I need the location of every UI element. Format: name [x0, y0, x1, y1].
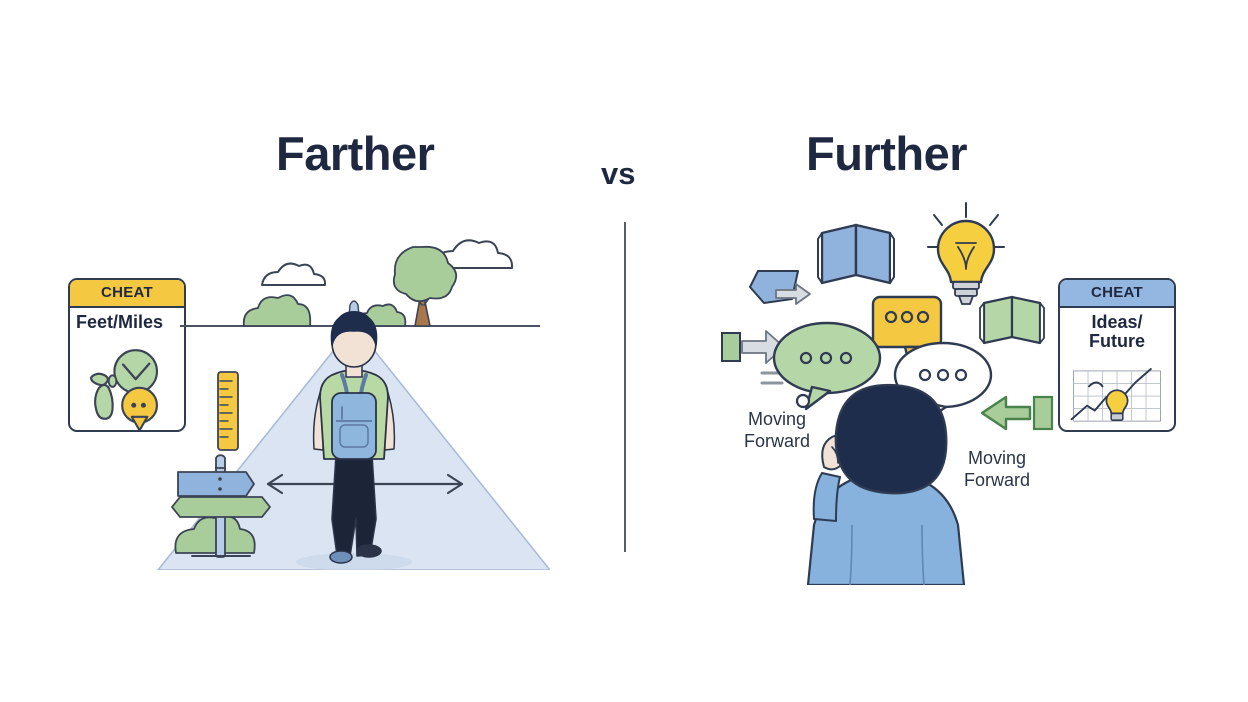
right-scene-figurative-progress [721, 202, 1054, 585]
page-title-farther: Farther [276, 127, 435, 180]
page-title-further: Further [806, 127, 968, 180]
lightbulb-icon [927, 202, 1005, 305]
cheat-card-farther: CHEAT Feet/Miles [68, 278, 186, 432]
footprint-icon [90, 372, 118, 420]
cloud-small-icon [261, 262, 327, 286]
cheat-card-art-left [90, 349, 159, 430]
cheat-card-label-right: Ideas/ Future [1089, 312, 1145, 351]
moving-forward-label-left: Moving Forward [744, 409, 811, 451]
cheat-card-further: CHEAT Ideas/ Future [1058, 278, 1176, 432]
map-pin-icon [121, 386, 159, 430]
tree-icon [392, 245, 458, 327]
thinking-person [806, 383, 966, 585]
bush-icon [242, 294, 407, 327]
cheat-card-header-right: CHEAT [1060, 280, 1174, 308]
green-book-icon [979, 295, 1045, 345]
green-speech-bubble-icon [772, 321, 882, 411]
vertical-divider [624, 222, 626, 552]
blue-book-icon [817, 223, 895, 285]
gray-arrow-right-icon [775, 283, 811, 305]
cheat-card-header-left: CHEAT [70, 280, 184, 308]
ruler-icon [217, 371, 239, 451]
moving-forward-label-right: Moving Forward [964, 448, 1031, 490]
cheat-card-art-right [1070, 368, 1161, 422]
cheat-card-label-left: Feet/Miles [76, 312, 164, 332]
green-arrow-left-icon [980, 395, 1054, 431]
cloud-large-icon [431, 239, 514, 269]
left-scene-physical-distance [156, 239, 550, 570]
walking-person-with-backpack [312, 311, 396, 564]
green-rectangle-icon [721, 332, 741, 362]
cheat-card-body-left: Feet/Miles [70, 308, 184, 430]
cheat-card-body-right: Ideas/ Future [1060, 308, 1174, 430]
versus-label: vs [601, 156, 636, 191]
lightbulb-icon [1105, 389, 1129, 421]
signpost-icon [171, 454, 271, 558]
